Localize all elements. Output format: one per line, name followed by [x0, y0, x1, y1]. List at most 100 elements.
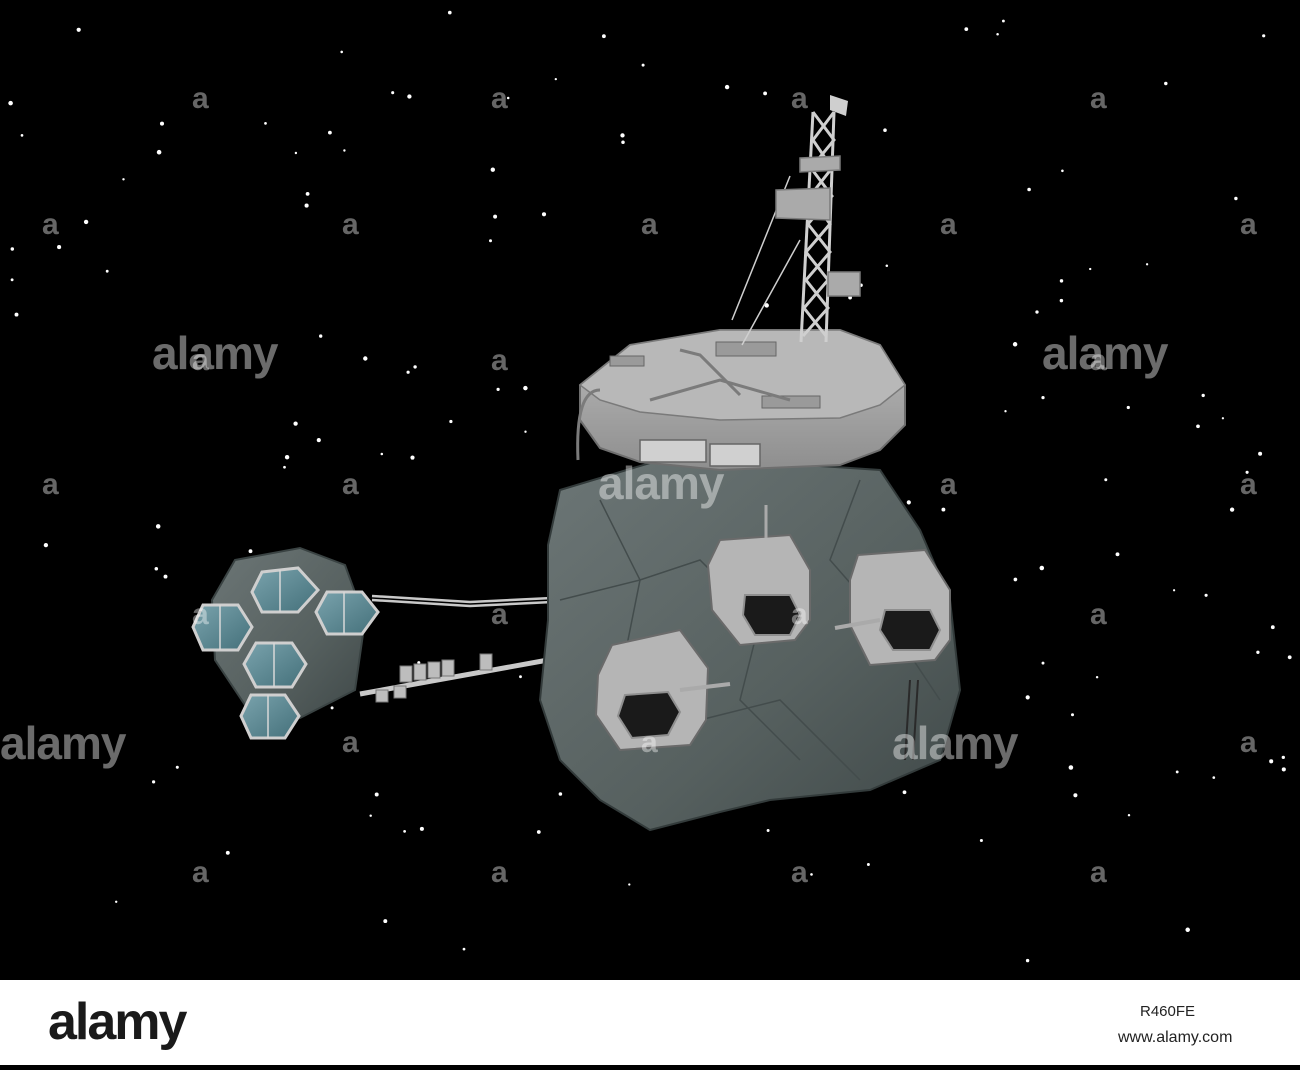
- watermark-a: a: [192, 598, 209, 631]
- star: [554, 77, 557, 81]
- star: [403, 830, 406, 833]
- star: [902, 790, 907, 795]
- star: [1234, 196, 1238, 201]
- watermark-a: a: [342, 208, 359, 241]
- star: [1164, 81, 1168, 86]
- star: [248, 549, 253, 554]
- star: [1287, 655, 1292, 660]
- star: [1095, 675, 1099, 679]
- star: [20, 134, 24, 137]
- star: [764, 303, 769, 308]
- watermark-a: a: [641, 726, 658, 759]
- star: [1035, 310, 1039, 314]
- star: [866, 863, 870, 866]
- star: [1104, 478, 1108, 482]
- star: [8, 100, 13, 106]
- star: [541, 212, 547, 217]
- star: [419, 826, 424, 831]
- watermark-a: a: [1240, 726, 1257, 759]
- solar-panel-array: [191, 566, 380, 740]
- star: [10, 247, 15, 251]
- star: [979, 838, 983, 843]
- star: [1175, 770, 1179, 774]
- star: [724, 84, 730, 90]
- watermark-a: a: [42, 468, 59, 501]
- star: [489, 239, 492, 243]
- star: [763, 91, 768, 96]
- star: [1073, 793, 1078, 798]
- watermark-alamy: alamy: [0, 717, 126, 769]
- habitat-pods: [594, 505, 951, 752]
- site-url: www.alamy.com: [1118, 1029, 1233, 1046]
- star: [284, 454, 290, 460]
- star: [524, 430, 527, 433]
- star: [964, 27, 969, 31]
- star: [413, 365, 417, 369]
- star: [1001, 19, 1005, 23]
- watermark-a: a: [342, 468, 359, 501]
- image-id: R460FE: [1140, 1003, 1196, 1020]
- star: [1041, 661, 1045, 665]
- star: [621, 140, 625, 144]
- watermark-alamy: alamy: [598, 457, 724, 509]
- star: [316, 438, 321, 443]
- watermark-alamy: alamy: [892, 717, 1018, 769]
- starfield: [8, 10, 1292, 963]
- star: [105, 269, 109, 273]
- star: [304, 203, 309, 208]
- star: [496, 387, 500, 391]
- star: [14, 312, 19, 317]
- star: [1221, 417, 1225, 420]
- watermark-a: a: [1240, 468, 1257, 501]
- star: [1204, 593, 1208, 597]
- watermark-a: a: [791, 856, 808, 889]
- star: [391, 91, 395, 95]
- watermark-a: a: [641, 208, 658, 241]
- star: [163, 574, 168, 579]
- star: [810, 873, 813, 876]
- star: [1185, 927, 1190, 933]
- star: [1145, 263, 1149, 266]
- star: [506, 96, 510, 100]
- watermark-a: a: [491, 344, 508, 377]
- star: [447, 10, 452, 15]
- star: [1245, 470, 1249, 474]
- star: [328, 130, 332, 135]
- watermark-a: a: [342, 726, 359, 759]
- watermark-a: a: [192, 344, 209, 377]
- star: [1270, 625, 1275, 630]
- footer-bar: [0, 980, 1300, 1065]
- watermark-a: a: [192, 82, 209, 115]
- star: [1281, 755, 1285, 760]
- star: [1012, 342, 1018, 347]
- star: [83, 219, 89, 225]
- star: [519, 675, 522, 679]
- star: [1258, 451, 1263, 456]
- star: [305, 192, 310, 196]
- star: [369, 814, 372, 817]
- star: [1196, 424, 1200, 429]
- star: [1212, 776, 1216, 779]
- station-platform: [576, 329, 906, 472]
- star: [1013, 577, 1018, 582]
- star: [294, 151, 298, 155]
- watermark-a: a: [42, 208, 59, 241]
- footer-logo: alamy: [48, 993, 187, 1051]
- star: [558, 792, 563, 796]
- watermark-a: a: [491, 598, 508, 631]
- star: [406, 370, 410, 374]
- star: [374, 792, 379, 797]
- star: [1172, 589, 1176, 592]
- star: [122, 178, 125, 181]
- star: [462, 947, 466, 951]
- star: [1061, 169, 1064, 173]
- star: [410, 455, 415, 460]
- star: [1281, 767, 1286, 772]
- star: [601, 34, 606, 39]
- star: [154, 566, 159, 571]
- watermark-a: a: [1090, 82, 1107, 115]
- star: [1127, 813, 1131, 817]
- cargo-containers: [375, 653, 493, 703]
